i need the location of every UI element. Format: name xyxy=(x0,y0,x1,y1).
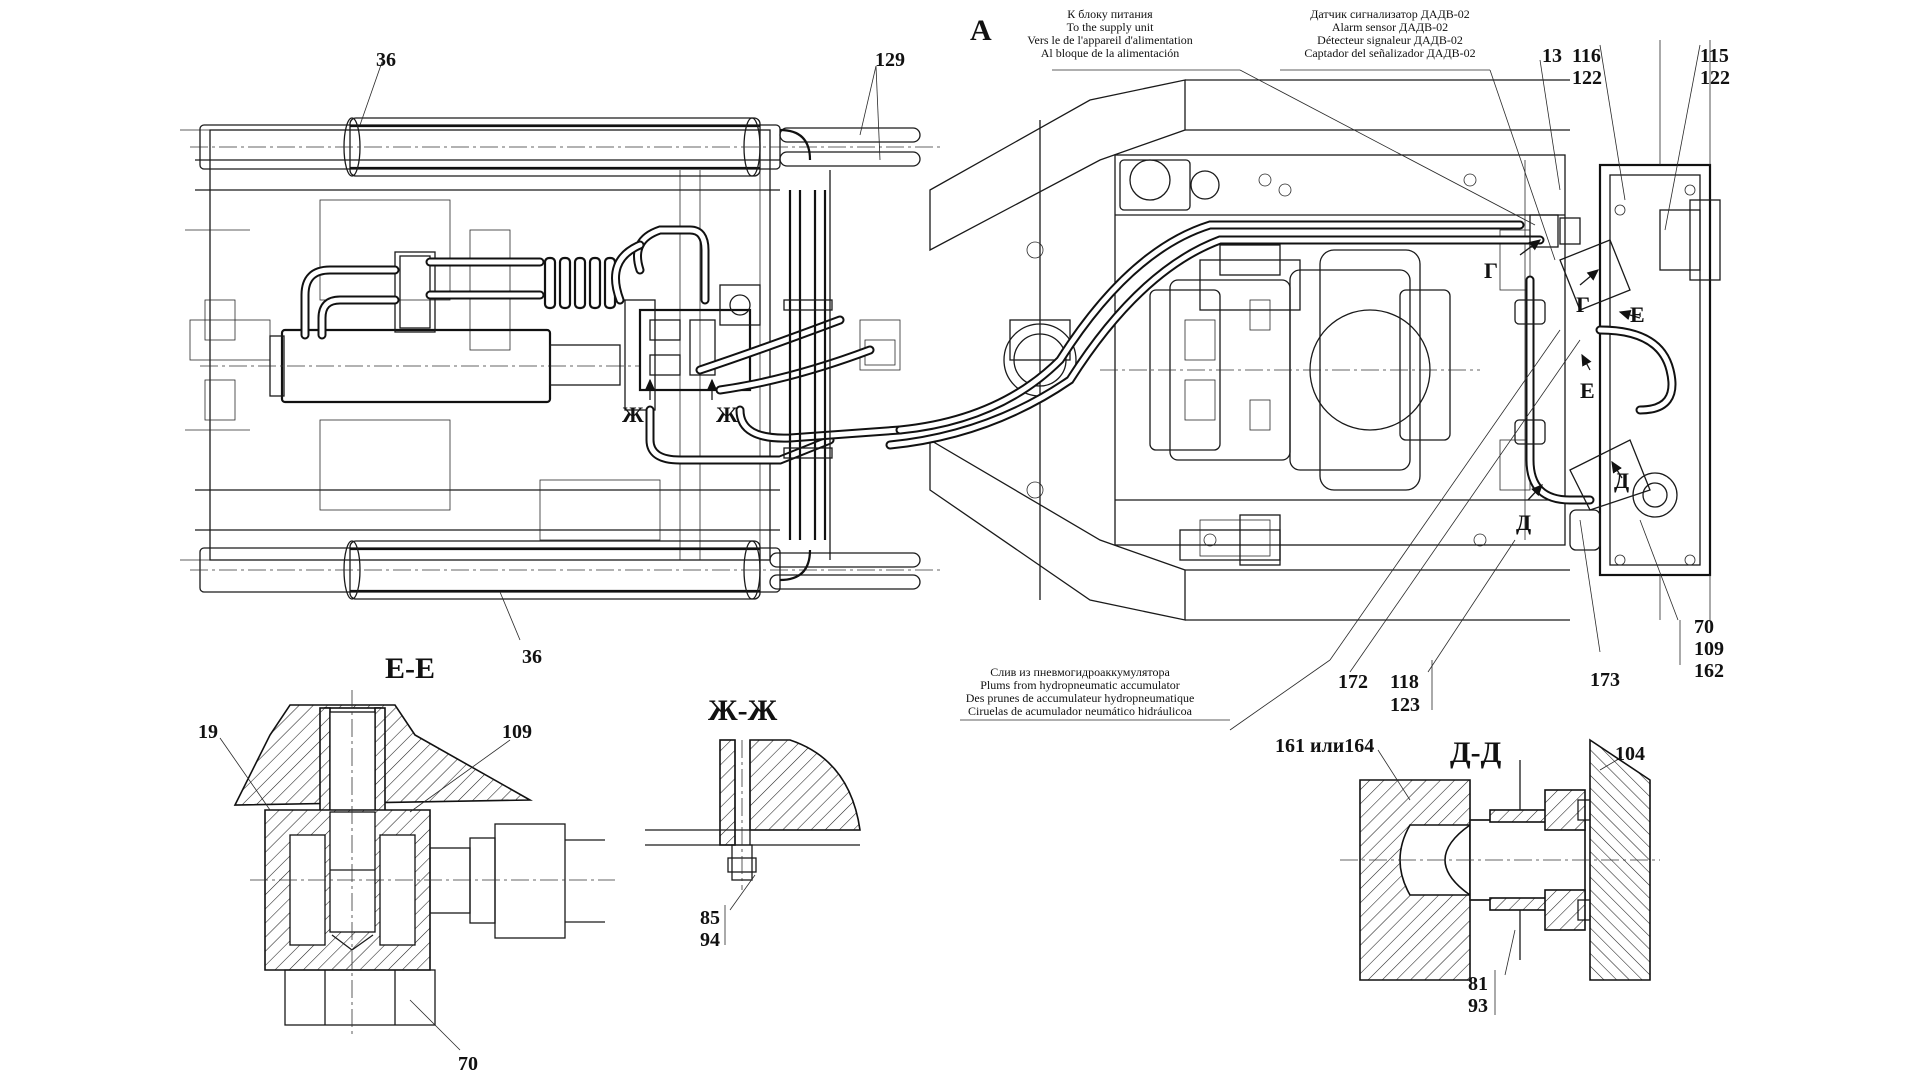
callout: 129 xyxy=(875,49,905,71)
note-line: To the supply unit xyxy=(1067,20,1154,34)
pump-motor xyxy=(1100,244,1480,491)
main-plan-view xyxy=(180,40,1721,731)
note-line: Des prunes de accumulateur hydropneumati… xyxy=(966,691,1195,705)
frame-right xyxy=(1114,154,1566,566)
section-mark: Д xyxy=(1614,468,1629,493)
callout: 122 xyxy=(1700,67,1730,89)
section-marks: Ж Ж Г Г Е Е Д Д xyxy=(622,258,1645,535)
note-line: Слив из пневмогидроаккумулятора xyxy=(990,665,1170,679)
hose-coil xyxy=(543,256,617,310)
callout: 109 xyxy=(502,721,532,743)
section-title: Е-Е xyxy=(385,652,435,685)
callout: 19 xyxy=(198,721,218,743)
section-arrows xyxy=(644,239,1641,501)
note-alarm-sensor: Датчик сигнализатор ДАДВ-02 Alarm sensor… xyxy=(1304,7,1475,60)
callout: 173 xyxy=(1590,669,1620,691)
frame-center xyxy=(929,79,1570,621)
callout: 70 xyxy=(458,1053,478,1075)
note-line: Al bloque de la alimentación xyxy=(1041,46,1180,60)
callout: 81 xyxy=(1468,973,1488,995)
callout: 13 xyxy=(1542,45,1562,67)
note-supply-unit: К блоку питания To the supply unit Vers … xyxy=(1027,7,1193,60)
callout: 94 xyxy=(700,929,720,951)
callout: 70 xyxy=(1694,616,1714,638)
accumulator-assembly xyxy=(1514,40,1721,620)
section-mark: Е xyxy=(1580,378,1595,403)
callout: 104 xyxy=(1615,743,1645,765)
callout: 161 или164 xyxy=(1275,735,1374,757)
callout: 172 xyxy=(1338,671,1368,693)
callout: 36 xyxy=(376,49,396,71)
section-mark: Г xyxy=(1576,292,1590,317)
note-line: Captador del señalizador ДАДВ-02 xyxy=(1304,46,1475,60)
note-line: Plums from hydropneumatic accumulator xyxy=(980,678,1180,692)
leader-lines xyxy=(359,44,1701,731)
section-title: Д-Д xyxy=(1450,736,1502,769)
note-accumulator-drain: Слив из пневмогидроаккумулятора Plums fr… xyxy=(960,665,1230,721)
note-line: Alarm sensor ДАДВ-02 xyxy=(1332,20,1448,34)
callout: 162 xyxy=(1694,660,1724,682)
cylinder-36-bottom xyxy=(190,540,940,600)
frame-left xyxy=(180,129,901,561)
note-line: К блоку питания xyxy=(1067,7,1153,21)
view-label: А xyxy=(970,14,992,47)
callout: 118 xyxy=(1390,671,1419,693)
valve-block xyxy=(611,225,905,465)
pipe-loops xyxy=(779,128,833,582)
cylinder-36-top xyxy=(190,117,940,177)
central-cylinder xyxy=(200,251,640,404)
callout: 36 xyxy=(522,646,542,668)
section-mark: Д xyxy=(1516,510,1531,535)
callout: 122 xyxy=(1572,67,1602,89)
note-line: Датчик сигнализатор ДАДВ-02 xyxy=(1310,7,1470,21)
callout: 116 xyxy=(1572,45,1601,67)
section-mark: Г xyxy=(1484,258,1498,283)
note-line: Ciruelas de acumulador neumático hidrául… xyxy=(968,704,1193,718)
section-title: Ж-Ж xyxy=(708,694,778,727)
callout: 85 xyxy=(700,907,720,929)
callout: 93 xyxy=(1468,995,1488,1017)
note-line: Détecteur signaleur ДАДВ-02 xyxy=(1317,33,1463,47)
note-line: Vers le de l'appareil d'alimentation xyxy=(1027,33,1193,47)
main-hose xyxy=(885,214,1581,450)
section-dd: Д-Д 161 или164 104 81 93 xyxy=(1275,735,1660,1017)
section-zhzh: Ж-Ж 85 94 xyxy=(645,694,861,951)
section-mark: Е xyxy=(1630,302,1645,327)
section-mark: Ж xyxy=(622,402,644,427)
callout: 109 xyxy=(1694,638,1724,660)
callout: 115 xyxy=(1700,45,1729,67)
section-mark: Ж xyxy=(716,402,738,427)
callout: 123 xyxy=(1390,694,1420,716)
callouts-main: 36 129 36 13 116 122 115 122 172 118 123… xyxy=(376,45,1730,716)
section-ee: Е-Е 19 109 70 xyxy=(198,652,615,1075)
